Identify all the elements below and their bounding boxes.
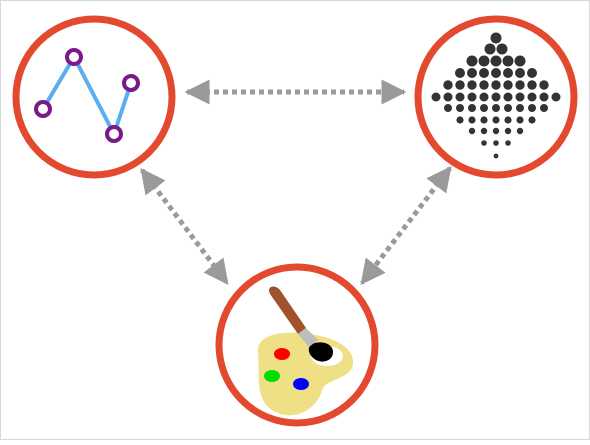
diamond-dot xyxy=(456,104,464,112)
diamond-dot xyxy=(480,104,488,112)
diamond-dot xyxy=(490,32,502,44)
diamond-dot xyxy=(479,80,489,90)
diamond-dot xyxy=(496,43,508,55)
diamond-dot xyxy=(503,92,513,102)
diamond-dot xyxy=(479,68,489,78)
diamond-dot xyxy=(503,68,513,78)
diamond-dot xyxy=(528,116,536,124)
diamond-dot xyxy=(527,80,537,90)
diamond-dot xyxy=(491,68,501,78)
diamond-dot xyxy=(504,116,512,124)
diamond-dot xyxy=(514,55,526,67)
diamond-dot xyxy=(491,80,501,90)
connector-dot-pattern-paint-palette xyxy=(360,166,452,285)
paint-blue xyxy=(293,378,309,390)
diamond-dot xyxy=(492,127,500,135)
diamond-dot xyxy=(527,92,537,102)
diamond-dot xyxy=(467,92,477,102)
diamond-dot xyxy=(479,92,489,102)
diamond-dot xyxy=(455,92,465,102)
diamond-dot xyxy=(455,80,465,90)
diamond-dot xyxy=(503,80,513,90)
node-line-plot xyxy=(12,15,176,179)
diamond-dot xyxy=(491,92,501,102)
paint-palette-icon xyxy=(257,286,354,416)
diamond-dot xyxy=(516,127,524,135)
diamond-dot xyxy=(467,80,477,90)
diamond-dot xyxy=(516,116,524,124)
diamond-dot xyxy=(467,68,477,78)
diamond-dot xyxy=(540,104,548,112)
connector-line-plot-paint-palette xyxy=(140,168,229,285)
diamond-dot xyxy=(505,140,511,146)
paint-green xyxy=(264,370,280,382)
paintbrush-icon xyxy=(269,286,318,347)
diamond-dot xyxy=(478,55,490,67)
diamond-dot xyxy=(504,104,512,112)
diamond-dot xyxy=(490,55,502,67)
diamond-dot xyxy=(444,104,452,112)
diamond-dot xyxy=(468,104,476,112)
diamond-dot xyxy=(504,127,512,135)
line-chart-icon xyxy=(34,48,140,143)
diamond-dot xyxy=(481,140,487,146)
diamond-dot xyxy=(493,153,499,159)
diamond-dot xyxy=(515,80,525,90)
node-dot-pattern xyxy=(414,15,578,179)
diamond-dot xyxy=(455,68,465,78)
diamond-dot xyxy=(431,92,441,102)
diamond-dot xyxy=(456,116,464,124)
diamond-dot xyxy=(468,116,476,124)
diamond-dot xyxy=(502,55,514,67)
paint-red xyxy=(274,348,290,360)
diamond-dot xyxy=(443,80,453,90)
diamond-dot xyxy=(516,104,524,112)
diamond-dot xyxy=(480,127,488,135)
diamond-dot xyxy=(515,68,525,78)
diamond-dot xyxy=(492,104,500,112)
diamond-dot xyxy=(484,43,496,55)
diamond-dot xyxy=(528,104,536,112)
diamond-dot xyxy=(551,92,561,102)
diamond-dot xyxy=(515,92,525,102)
diamond-dot xyxy=(539,92,549,102)
diamond-dot xyxy=(468,127,476,135)
diamond-dot xyxy=(527,68,537,78)
diamond-dot xyxy=(466,55,478,67)
paint-black xyxy=(308,342,333,362)
diamond-dot xyxy=(539,80,549,90)
diamond-dot xyxy=(493,140,499,146)
diamond-dot xyxy=(492,116,500,124)
diamond-dot xyxy=(443,92,453,102)
dot-diamond-icon xyxy=(431,32,561,159)
node-paint-palette xyxy=(215,263,379,427)
diamond-dot xyxy=(480,116,488,124)
